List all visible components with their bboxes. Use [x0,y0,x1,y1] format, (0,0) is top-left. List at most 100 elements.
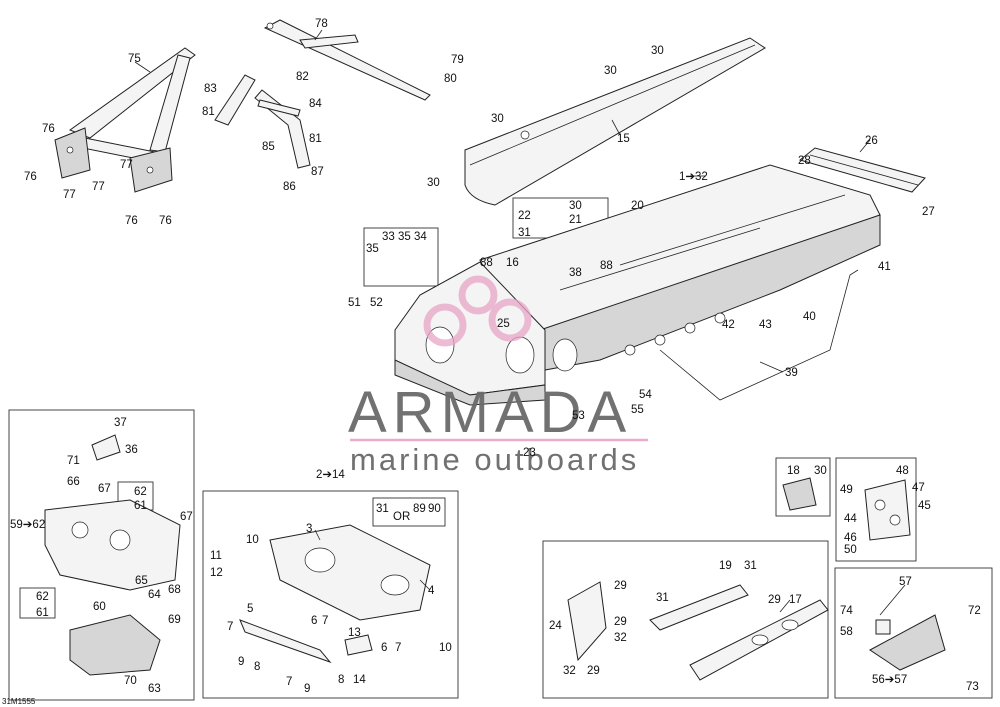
callouts: 75 78 79 80 82 83 81 84 81 85 86 87 76 7… [10,18,981,695]
callout-label: 31 [656,592,669,604]
callout-label: 19 [719,560,732,572]
group-box-bottom-right [542,540,829,699]
group-box-center [202,490,459,699]
bar-39 [659,269,859,401]
callout-label: 77 [92,181,105,193]
callout-label: 74 [840,605,853,617]
callout-label: 72 [968,605,981,617]
callout-label: 56➔57 [872,674,907,686]
callout-label: 18 [787,465,800,477]
callout-label: 89 [413,503,426,515]
callout-label: 88 [600,260,613,272]
callout-label: 5 [247,603,253,615]
callout-label: 12 [210,567,223,579]
callout-label: 67 [98,483,111,495]
callout-label: 80 [444,73,457,85]
rod-78 [263,19,431,101]
callout-label: 83 [204,83,217,95]
callout-label: 30 [814,465,827,477]
plate-17 [689,599,829,681]
callout-label: 50 [844,544,857,556]
callout-label: 67 [180,511,193,523]
plate-13 [344,634,373,656]
watermark-logo [423,275,532,347]
callout-label: 61 [134,500,147,512]
callout-label: 76 [24,171,37,183]
callout-label: 82 [296,71,309,83]
callout-label: 49 [840,484,853,496]
callout-label: 42 [722,319,735,331]
callout-label: OR [393,511,410,523]
callout-label: 13 [348,627,361,639]
callout-label: 57 [899,576,912,588]
upper-frame-75 [54,47,196,193]
callout-label: 20 [631,200,644,212]
callout-label: 30 [651,45,664,57]
callout-label: 47 [912,482,925,494]
group-box-left [8,409,195,701]
rail-26 [798,147,926,193]
callout-label: 44 [844,513,857,525]
callout-label: 31 [518,227,531,239]
callout-label: 52 [370,297,383,309]
callout-label: 11 [210,550,222,562]
callout-label: 66 [67,476,80,488]
bracket-60 [69,614,161,676]
callout-label: 9 [238,656,244,668]
callout-label: 51 [348,297,361,309]
watermark-tagline: marine outboards [350,442,639,477]
plate-19 [649,584,749,631]
callout-label: 16 [506,257,519,269]
callout-label: 21 [569,214,582,226]
callout-label: 76 [42,123,55,135]
callout-label: 8 [254,661,260,673]
callout-label: 88 [480,257,493,269]
callout-label: 27 [922,206,935,218]
callout-label: 84 [309,98,322,110]
callout-label: 29 [614,616,627,628]
callout-label: 41 [878,261,891,273]
callout-label: 30 [491,113,504,125]
callout-label: 77 [63,189,76,201]
callout-label: 55 [631,404,644,416]
bracket-18 [782,477,817,511]
callout-label: 33 [382,231,395,243]
callout-label: 31 [376,503,389,515]
callout-label: 7 [227,621,233,633]
callout-label: 6 [311,615,317,627]
bracket-36 [91,434,121,461]
callout-label: 35 [366,243,379,255]
callout-label: 65 [135,575,148,587]
callout-label: 37 [114,417,127,429]
callout-label: 1➔32 [679,171,708,183]
callout-label: 30 [427,177,440,189]
callout-label: 7 [395,642,401,654]
callout-label: 46 [844,532,857,544]
group-box-33 [363,227,439,287]
callout-label: 68 [168,584,181,596]
callout-label: 70 [124,675,137,687]
group-box-18 [775,457,831,517]
callout-label: 81 [309,133,322,145]
callout-label: 34 [414,231,427,243]
callout-label: 6 [381,642,387,654]
bracket-56-57 [869,614,946,671]
callout-label: 90 [428,503,441,515]
callout-label: 73 [966,681,979,693]
bracket-24 [567,581,607,662]
callout-label: 29 [587,665,600,677]
callout-label: 53 [572,410,585,422]
callout-label: 71 [67,455,80,467]
watermark: ARMADA marine outboards [348,275,648,477]
callout-label: 17 [789,594,802,606]
callout-label: 28 [798,155,811,167]
callout-label: 86 [283,181,296,193]
callout-label: 40 [803,311,816,323]
callout-label: 62 [134,486,147,498]
callout-label: 81 [202,106,215,118]
callout-label: 60 [93,601,106,613]
frame-3 [269,524,431,621]
callout-label: 9 [304,683,310,695]
callout-label: 79 [451,54,464,66]
callout-label: 30 [569,200,582,212]
